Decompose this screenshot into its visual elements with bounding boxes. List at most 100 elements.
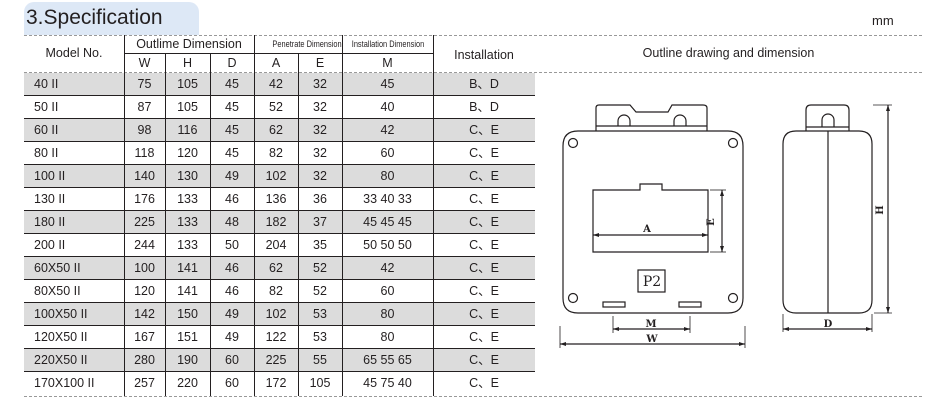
cell-a: 42 xyxy=(269,77,283,91)
cell-model: 80X50 II xyxy=(34,284,81,298)
section-title-tab xyxy=(24,2,199,35)
cell-model: 120X50 II xyxy=(34,330,88,344)
cell-e: 32 xyxy=(313,100,327,114)
cell-a: 62 xyxy=(269,123,283,137)
cell-model: 220X50 II xyxy=(34,353,88,367)
header-outline-dimension: Outlime Dimension xyxy=(136,37,242,51)
cell-installation: C、E xyxy=(469,353,499,367)
cell-e: 35 xyxy=(313,238,327,252)
cell-model: 130 II xyxy=(34,192,66,206)
cell-h: 130 xyxy=(177,169,198,183)
mount-hole xyxy=(727,137,739,149)
col-divider xyxy=(342,35,343,396)
cell-installation: C、E xyxy=(469,123,499,137)
front-view xyxy=(559,104,746,348)
row-divider xyxy=(24,141,535,142)
cell-h: 150 xyxy=(177,307,198,321)
cell-m: 33 40 33 xyxy=(363,192,412,206)
side-body xyxy=(782,130,873,314)
cell-model: 80 II xyxy=(34,146,59,160)
p2-box xyxy=(637,269,666,293)
cell-installation: C、E xyxy=(469,261,499,275)
cell-w: 87 xyxy=(137,100,152,114)
row-divider xyxy=(24,210,535,211)
cell-a: 62 xyxy=(269,261,283,275)
cell-h: 133 xyxy=(177,238,198,252)
cell-w: 244 xyxy=(134,238,155,252)
cell-m: 60 xyxy=(380,284,395,298)
cell-d: 50 xyxy=(225,238,239,252)
label-e: E xyxy=(706,218,717,226)
header-model: Model No. xyxy=(45,46,103,60)
slot xyxy=(602,301,626,308)
cell-a: 82 xyxy=(269,284,283,298)
row-divider xyxy=(24,348,535,349)
cell-m: 42 xyxy=(380,123,395,137)
cell-e: 36 xyxy=(313,192,327,206)
cell-e: 105 xyxy=(309,376,331,390)
cell-a: 52 xyxy=(269,100,283,114)
cell-a: 122 xyxy=(265,330,287,344)
cell-w: 176 xyxy=(134,192,155,206)
cell-installation: C、E xyxy=(469,169,499,183)
cell-installation: C、E xyxy=(469,330,499,344)
cell-h: 120 xyxy=(177,146,198,160)
header-a: A xyxy=(271,56,281,70)
cell-m: 40 xyxy=(380,100,395,114)
cell-h: 133 xyxy=(177,192,198,206)
cell-model: 170X100 II xyxy=(34,376,95,390)
row-divider xyxy=(24,279,535,280)
cell-m: 45 75 40 xyxy=(363,376,412,390)
cell-a: 172 xyxy=(265,376,287,390)
row-divider xyxy=(24,325,535,326)
cell-installation: B、D xyxy=(469,77,499,91)
cell-w: 118 xyxy=(134,146,155,160)
row-divider xyxy=(24,95,535,96)
header-e: E xyxy=(315,56,325,70)
cell-installation: C、E xyxy=(469,376,499,390)
cell-m: 80 xyxy=(380,307,395,321)
section-title: 3.Specification xyxy=(26,6,163,29)
row-divider xyxy=(24,187,535,188)
mount-hole xyxy=(567,292,579,304)
cell-w: 225 xyxy=(134,215,155,229)
header-installation: Installation xyxy=(454,48,514,62)
cell-e: 53 xyxy=(313,307,327,321)
label-a: A xyxy=(642,224,651,235)
penetrate-window xyxy=(592,183,709,253)
cell-m: 80 xyxy=(380,169,395,183)
cell-w: 140 xyxy=(134,169,155,183)
header-d: D xyxy=(227,56,237,70)
label-d: D xyxy=(824,319,833,330)
cell-e: 32 xyxy=(313,169,327,183)
header-group-rule xyxy=(124,53,433,54)
cell-w: 75 xyxy=(137,77,152,91)
cell-m: 65 55 65 xyxy=(363,353,412,367)
cell-d: 60 xyxy=(225,353,239,367)
cell-installation: C、E xyxy=(469,238,499,252)
header-w: W xyxy=(138,56,151,70)
col-divider xyxy=(165,53,166,396)
cell-d: 49 xyxy=(225,169,239,183)
cell-m: 45 xyxy=(380,77,395,91)
cell-m: 45 45 45 xyxy=(363,215,412,229)
cell-m: 50 50 50 xyxy=(363,238,412,252)
mounting-tab xyxy=(595,104,708,131)
cell-installation: B、D xyxy=(469,100,499,114)
cell-d: 46 xyxy=(225,192,239,206)
cell-e: 32 xyxy=(313,77,327,91)
cell-model: 40 II xyxy=(34,77,59,91)
cell-w: 280 xyxy=(134,353,155,367)
cell-h: 105 xyxy=(177,100,198,114)
